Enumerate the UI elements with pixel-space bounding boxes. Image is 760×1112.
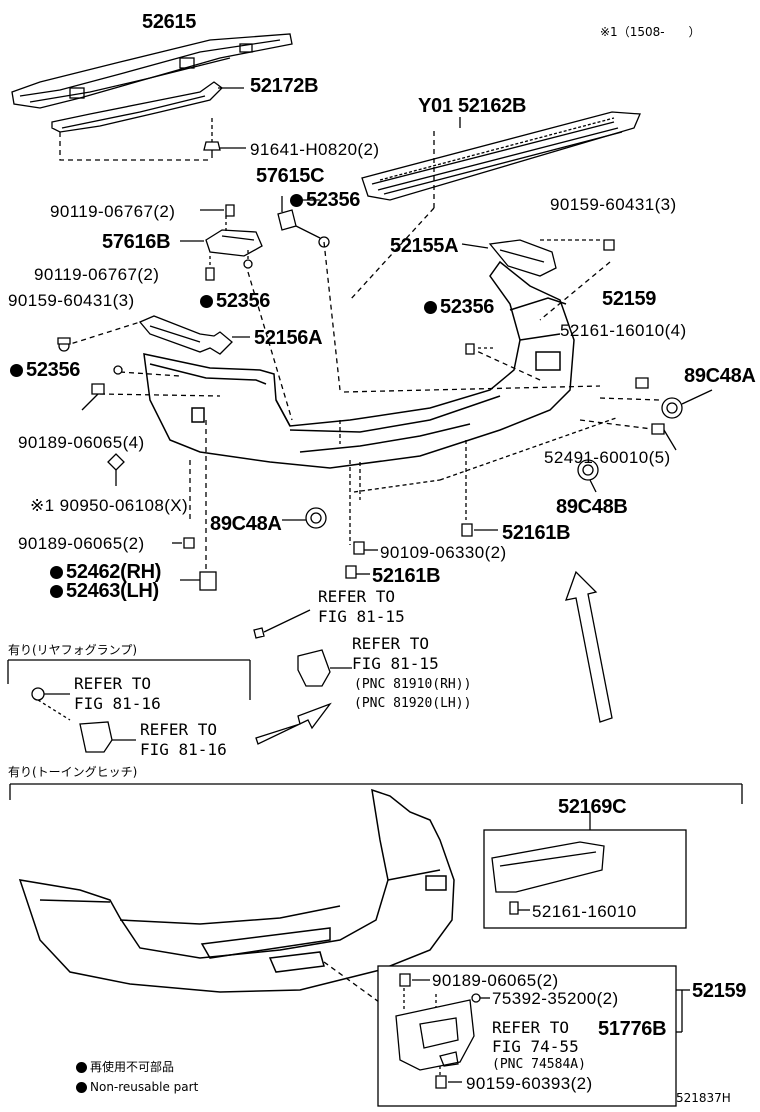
part-52491[interactable]: 52491-60010(5) <box>544 448 671 467</box>
part-52161B-b[interactable]: 52161B <box>372 565 441 587</box>
part-90109[interactable]: 90109-06330(2) <box>380 543 507 562</box>
part-52356-c-label: 52356 <box>440 296 495 318</box>
non-reusable-mark <box>50 565 63 579</box>
part-90189-b[interactable]: 90189-06065(2) <box>18 534 145 553</box>
refer-81-16-a-line1: REFER TO <box>74 674 152 693</box>
part-Y01-52162B[interactable]: Y01 52162B <box>418 95 527 117</box>
part-52159-bottom[interactable]: 52159 <box>692 980 747 1002</box>
garnish-52169C-drawing <box>491 841 605 893</box>
part-90159-a[interactable]: 90159-60431(3) <box>8 291 135 310</box>
diagram-ref-code: 521837H <box>676 1091 731 1105</box>
part-52356-a[interactable]: 52356 <box>290 190 360 210</box>
step-pad-52162B-drawing <box>361 111 641 201</box>
legend-en-text: Non-reusable part <box>90 1080 199 1094</box>
non-reusable-mark <box>10 363 23 377</box>
part-52161-a[interactable]: 52161-16010(4) <box>560 321 687 340</box>
part-52356-c[interactable]: 52356 <box>424 297 494 317</box>
refer-81-16-b-line1: REFER TO <box>140 720 218 739</box>
refer-81-15-b-link[interactable]: FIG 81-15 <box>352 654 439 673</box>
note-top-right: ※1（1508- ） <box>600 25 701 39</box>
section-fog-lamp: 有り(リヤフォグランプ) <box>8 643 138 657</box>
bracket-57616B-drawing <box>205 229 263 257</box>
refer-pnc-lh: (PNC 81920(LH)) <box>354 696 472 711</box>
part-52169C[interactable]: 52169C <box>558 796 627 818</box>
bracket-52156A-drawing <box>138 315 233 355</box>
part-90119-a[interactable]: 90119-06767(2) <box>50 202 176 221</box>
bumper-cover-drawing <box>143 260 575 469</box>
refer-pnc-74584A: (PNC 74584A) <box>492 1057 586 1072</box>
part-52462-label: 52462(RH) <box>66 561 162 583</box>
part-52615[interactable]: 52615 <box>142 11 197 33</box>
reinforcement-52615-drawing <box>11 33 293 109</box>
refer-81-16-b-link[interactable]: FIG 81-16 <box>140 740 227 759</box>
part-90189-a[interactable]: 90189-06065(4) <box>18 433 145 452</box>
part-52356-d[interactable]: 52356 <box>10 360 80 380</box>
refer-81-16-a-link[interactable]: FIG 81-16 <box>74 694 161 713</box>
part-52356-d-label: 52356 <box>26 359 81 381</box>
refer-74-55-link[interactable]: FIG 74-55 <box>492 1037 579 1056</box>
section-towing-hitch: 有り(トーイングヒッチ) <box>8 765 138 779</box>
part-52155A[interactable]: 52155A <box>390 235 459 257</box>
part-52161-b[interactable]: 52161-16010 <box>532 902 637 921</box>
non-reusable-mark <box>200 294 213 308</box>
bolt-91641-drawing <box>203 141 221 158</box>
legend-non-reusable-en: Non-reusable part <box>76 1081 198 1093</box>
refer-81-15-a-line1: REFER TO <box>318 587 396 606</box>
refer-81-15-a-link[interactable]: FIG 81-15 <box>318 607 405 626</box>
part-89C48B[interactable]: 89C48B <box>556 496 628 518</box>
hitch-cover-51776B-drawing <box>395 999 475 1071</box>
part-52156A[interactable]: 52156A <box>254 327 323 349</box>
part-91641[interactable]: 91641-H0820(2) <box>250 140 380 159</box>
part-52172B[interactable]: 52172B <box>250 75 319 97</box>
part-52161B-a[interactable]: 52161B <box>502 522 571 544</box>
part-90159-b[interactable]: 90159-60431(3) <box>550 195 677 214</box>
legend-dot-icon <box>76 1061 87 1073</box>
part-57616B[interactable]: 57616B <box>102 231 171 253</box>
legend-jp-text: 再使用不可部品 <box>90 1060 175 1074</box>
part-52159-top[interactable]: 52159 <box>602 288 657 310</box>
part-52463[interactable]: 52463(LH) <box>50 581 159 601</box>
part-90950[interactable]: ※1 90950-06108(X) <box>30 496 189 515</box>
refer-74-55-line1: REFER TO <box>492 1018 570 1037</box>
part-90159-c[interactable]: 90159-60393(2) <box>466 1074 593 1093</box>
part-90189-c[interactable]: 90189-06065(2) <box>432 971 559 990</box>
part-90119-b[interactable]: 90119-06767(2) <box>34 265 160 284</box>
part-52356-b-label: 52356 <box>216 290 271 312</box>
part-75392[interactable]: 75392-35200(2) <box>492 989 619 1008</box>
bumper-hitch-drawing <box>18 788 455 993</box>
part-52356-a-label: 52356 <box>306 189 361 211</box>
legend-dot-icon <box>76 1081 87 1093</box>
part-89C48A-left[interactable]: 89C48A <box>210 513 282 535</box>
legend-non-reusable-jp: 再使用不可部品 <box>76 1061 174 1073</box>
non-reusable-mark <box>424 300 437 314</box>
part-52356-b[interactable]: 52356 <box>200 291 270 311</box>
bracket-52155A-drawing <box>488 239 557 277</box>
non-reusable-mark <box>50 584 63 598</box>
part-89C48A-right[interactable]: 89C48A <box>684 365 756 387</box>
part-51776B[interactable]: 51776B <box>598 1018 667 1040</box>
non-reusable-mark <box>290 193 303 207</box>
part-57615C[interactable]: 57615C <box>256 165 325 187</box>
refer-pnc-rh: (PNC 81910(RH)) <box>354 677 472 692</box>
bracket-52172B-drawing <box>51 81 223 133</box>
refer-81-15-b-line1: REFER TO <box>352 634 430 653</box>
part-52462[interactable]: 52462(RH) <box>50 562 161 582</box>
part-52463-label: 52463(LH) <box>66 580 159 602</box>
